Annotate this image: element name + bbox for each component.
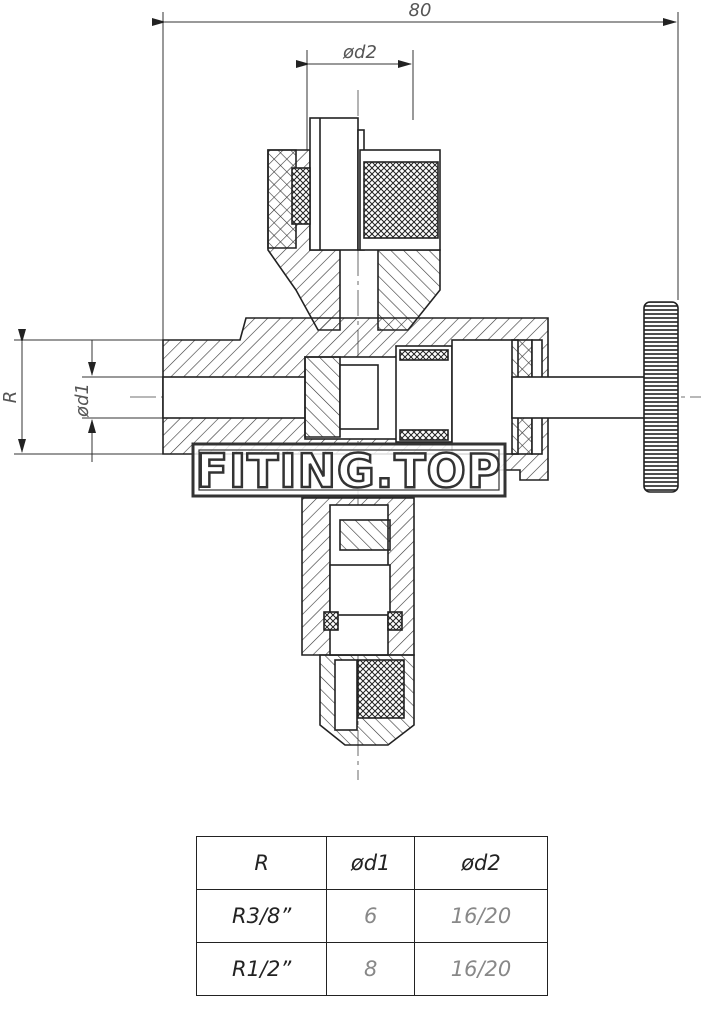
- dimension-overall-width: [152, 12, 679, 340]
- spec-cell-d1: 8: [326, 942, 415, 996]
- spec-table-row: R1/2” 8 16/20: [195, 942, 549, 996]
- spec-table-row: R3/8” 6 16/20: [195, 889, 549, 943]
- spec-cell-d1: 6: [326, 889, 415, 943]
- top-pipe: [309, 117, 365, 251]
- spindle: [511, 376, 651, 419]
- dimension-d1-label: ød1: [72, 383, 93, 418]
- spec-table: R ød1 ød2 R3/8” 6 16/20 R1/2” 8 16/20: [195, 836, 549, 996]
- dimension-d2-label: ød2: [342, 42, 377, 63]
- watermark-box: FITING.TOP: [191, 442, 507, 499]
- dimension-d1: [82, 340, 165, 462]
- spec-header-r: R: [195, 836, 328, 890]
- spec-cell-d2: 16/20: [413, 942, 549, 996]
- spec-header-d1: ød1: [326, 836, 415, 890]
- dimension-r-label: R: [0, 391, 21, 404]
- main-body: [162, 317, 549, 481]
- bottom-knurled-nut: [319, 654, 415, 746]
- spec-cell-r: R3/8”: [195, 889, 328, 943]
- spec-table-header-row: R ød1 ød2: [195, 836, 549, 890]
- spec-cell-r: R1/2”: [195, 942, 328, 996]
- spec-header-d2: ød2: [413, 836, 549, 890]
- bottom-connector: [301, 497, 415, 656]
- dimension-overall-width-label: 80: [409, 0, 432, 21]
- top-knurled-nut: [291, 149, 441, 251]
- handwheel: [643, 301, 679, 493]
- spec-cell-d2: 16/20: [413, 889, 549, 943]
- dimension-r: [14, 329, 165, 455]
- dimension-d2: [296, 50, 414, 150]
- watermark-text: FITING.TOP: [197, 444, 502, 498]
